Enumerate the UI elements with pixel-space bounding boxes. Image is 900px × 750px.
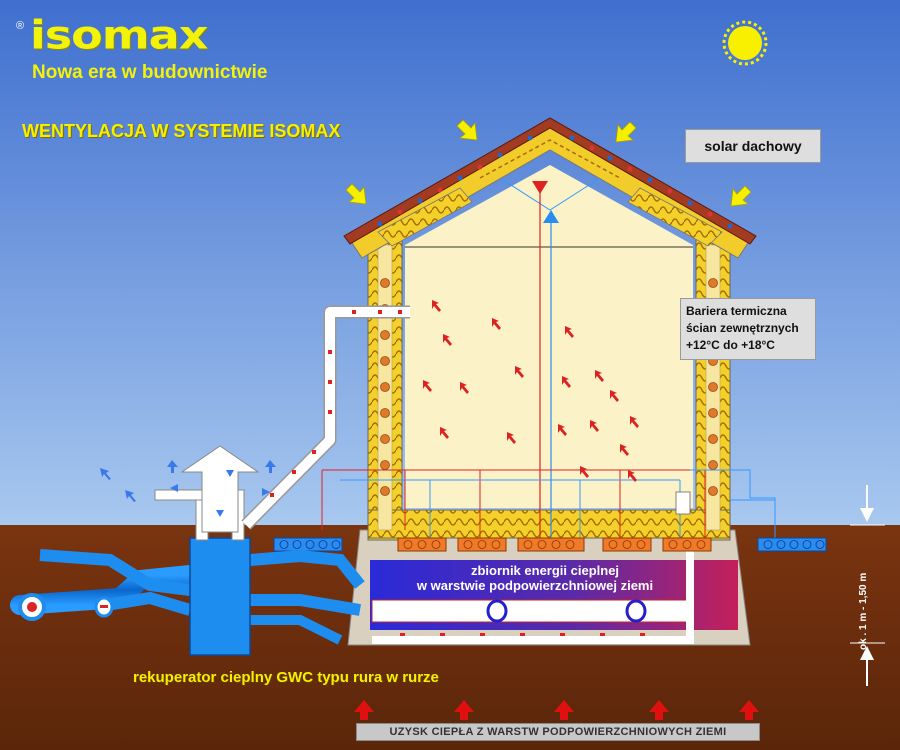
ventilation-ducts (321, 177, 776, 545)
energy-tank-label-1: zbiornik energii cieplnej (470, 563, 620, 578)
ground-heat-banner: UZYSK CIEPŁA Z WARSTW PODPOWIERZCHNIOWYC… (356, 723, 760, 741)
roof-solar-label: solar dachowy (685, 129, 821, 163)
thermal-barrier-line-1: Bariera termiczna (686, 304, 787, 318)
brand-logo: isomax (30, 12, 208, 58)
thermal-barrier-line-3: +12°C do +18°C (686, 338, 775, 352)
house-walls (367, 237, 731, 541)
energy-tank-label-2: w warstwie podpowierzchniowej ziemi (416, 578, 654, 593)
thermal-barrier-label: Bariera termiczna ścian zewnętrznych +12… (680, 298, 816, 360)
depth-label: ok . 1 m - 1,50 m (858, 572, 869, 650)
recuperator-unit (10, 445, 365, 656)
thermal-barrier-line-2: ścian zewnętrznych (686, 321, 799, 335)
brand-tagline: Nowa era w budownictwie (32, 62, 268, 83)
depth-marker-icon (850, 485, 885, 686)
foundation (347, 520, 751, 646)
heat-flow-arrow-icon (400, 633, 645, 636)
recuperator-label: rekuperator cieplny GWC typu rura w rurz… (133, 669, 439, 686)
sunlight-arrow-icon (345, 119, 752, 207)
supply-duct (241, 305, 410, 530)
roof (343, 117, 757, 259)
sun-icon (722, 20, 768, 66)
air-flow-arrow-icon (100, 460, 276, 517)
ground-heat-arrow-icon (354, 700, 759, 720)
registered-mark: ® (16, 20, 25, 32)
ground-collectors (273, 537, 827, 552)
page-title: WENTYLACJA W SYSTEMIE ISOMAX (22, 121, 341, 141)
